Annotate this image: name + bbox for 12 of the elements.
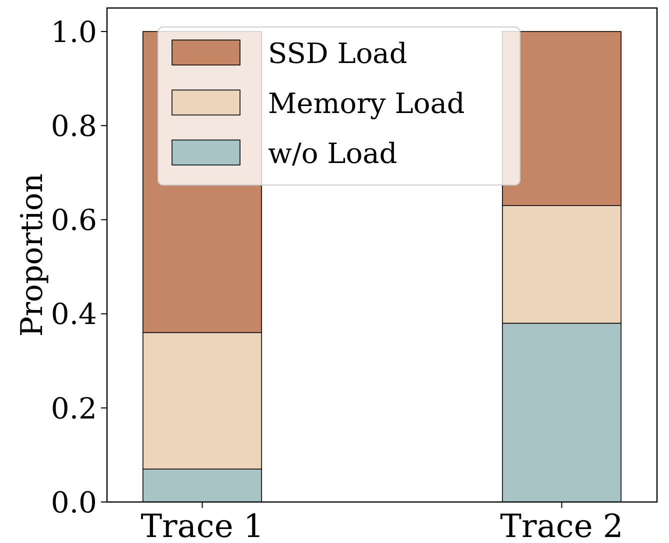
legend-label: w/o Load xyxy=(268,137,398,170)
category-label: Trace 1 xyxy=(140,507,264,543)
tick-label: 0.6 xyxy=(50,203,97,238)
tick-label: 0.8 xyxy=(50,109,97,144)
tick-label: 0.0 xyxy=(50,485,97,520)
tick-label: 0.2 xyxy=(50,391,97,426)
tick-label: 0.4 xyxy=(50,297,97,332)
legend-label: SSD Load xyxy=(268,37,408,70)
tick-label: 1.0 xyxy=(50,14,97,49)
legend-label: Memory Load xyxy=(268,87,465,120)
axis-title: Proportion xyxy=(15,173,50,337)
category-label: Trace 2 xyxy=(500,507,624,543)
